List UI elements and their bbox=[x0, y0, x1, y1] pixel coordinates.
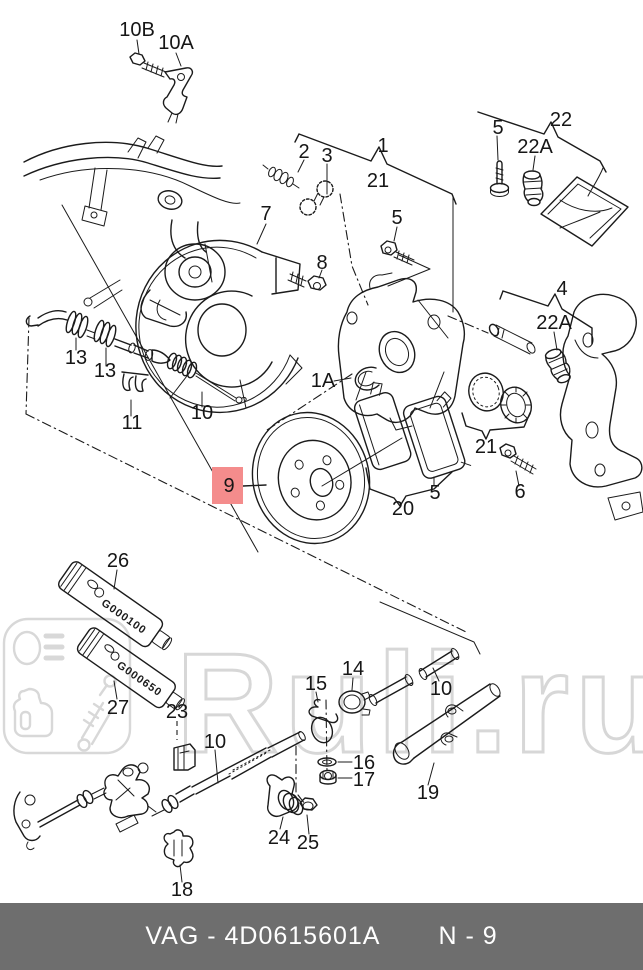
bracket-10a bbox=[162, 67, 194, 124]
bolt-8 bbox=[287, 271, 327, 291]
part-label-3: 3 bbox=[321, 145, 332, 167]
part-label-10: 10 bbox=[191, 402, 213, 424]
bracket-24 bbox=[266, 774, 304, 817]
seal-ring-1a bbox=[354, 366, 380, 391]
part-label-23: 23 bbox=[166, 701, 188, 723]
lever-assembly bbox=[13, 762, 157, 851]
washer-16 bbox=[317, 757, 337, 767]
part-label-10: 10 bbox=[204, 731, 226, 753]
part-label-15: 15 bbox=[305, 673, 327, 695]
part-label-21: 21 bbox=[475, 436, 497, 458]
part-label-18: 18 bbox=[171, 879, 193, 901]
footer-bar: VAG - 4D0615601A N - 9 bbox=[0, 903, 643, 970]
caliper-1 bbox=[337, 272, 466, 431]
watermark-layer: Ruli.ru bbox=[2, 617, 643, 785]
bolt-5-top bbox=[380, 240, 415, 266]
tube-26-text: G000100 bbox=[99, 597, 149, 637]
plug-14 bbox=[338, 690, 371, 716]
part-label-10: 10 bbox=[430, 678, 452, 700]
sleeves-10 bbox=[368, 648, 460, 706]
part-label-13: 13 bbox=[94, 360, 116, 382]
part-label-20: 20 bbox=[392, 498, 414, 520]
brake-pads bbox=[353, 382, 472, 479]
watermark-text: Ruli.ru bbox=[176, 624, 643, 783]
carrier-bracket-4 bbox=[559, 293, 643, 521]
bolt-6 bbox=[499, 443, 537, 475]
splash-shield-7 bbox=[135, 239, 303, 414]
shock-absorber-icon bbox=[77, 674, 117, 752]
part-label-13: 13 bbox=[65, 347, 87, 369]
part-label-2: 2 bbox=[298, 141, 309, 163]
part-label-10A: 10A bbox=[158, 32, 194, 54]
part-label-19: 19 bbox=[417, 782, 439, 804]
part-label-16: 16 bbox=[353, 752, 375, 774]
part-label-26: 26 bbox=[107, 550, 129, 572]
bleeder-screw-2 bbox=[262, 164, 300, 189]
selected-part-highlight[interactable] bbox=[212, 467, 243, 504]
boot-22a-top bbox=[522, 170, 544, 207]
screw-5-right bbox=[489, 160, 510, 197]
part-label-5: 5 bbox=[429, 482, 440, 504]
clip-11 bbox=[121, 371, 149, 393]
hook-15 bbox=[308, 698, 339, 744]
fitting-3 bbox=[299, 180, 334, 216]
part-label-10B: 10B bbox=[119, 19, 155, 41]
part-label-21: 21 bbox=[367, 170, 389, 192]
bolt-10b bbox=[129, 52, 167, 78]
construction-lines bbox=[25, 39, 607, 883]
cable-bottom-10 bbox=[151, 730, 306, 817]
packet-22 bbox=[540, 176, 629, 247]
clip-18 bbox=[163, 829, 194, 868]
part-label-6: 6 bbox=[514, 481, 525, 503]
part-label-27: 27 bbox=[107, 697, 129, 719]
part-label-1A: 1A bbox=[311, 370, 336, 392]
part-label-22A: 22A bbox=[517, 136, 553, 158]
part-label-9[interactable]: 9 bbox=[223, 475, 234, 497]
part-label-7: 7 bbox=[260, 203, 271, 225]
part-label-5: 5 bbox=[391, 207, 402, 229]
headlight-icon bbox=[12, 630, 65, 666]
part-label-22: 22 bbox=[550, 109, 572, 131]
part-label-1: 1 bbox=[377, 135, 388, 157]
footer-page-number: N - 9 bbox=[438, 922, 498, 950]
clip-23 bbox=[173, 743, 196, 771]
oil-can-icon bbox=[12, 687, 54, 738]
watermark-logo-box bbox=[2, 617, 132, 755]
part-label-24: 24 bbox=[268, 827, 290, 849]
part-label-5: 5 bbox=[492, 117, 503, 139]
part-label-4: 4 bbox=[556, 278, 567, 300]
cable-left bbox=[25, 309, 247, 404]
guide-tube-19 bbox=[392, 683, 501, 765]
tube-27-text: G000650 bbox=[114, 659, 164, 699]
part-label-17: 17 bbox=[353, 769, 375, 791]
nut-25 bbox=[299, 797, 318, 811]
part-label-11: 11 bbox=[122, 412, 143, 434]
brake-disc-9 bbox=[251, 411, 371, 545]
nut-17 bbox=[319, 769, 337, 785]
part-label-8: 8 bbox=[316, 252, 327, 274]
seals-21 bbox=[468, 372, 533, 424]
footer-catalog-code: VAG - 4D0615601A bbox=[145, 922, 381, 950]
part-label-14: 14 bbox=[342, 658, 364, 680]
part-label-25: 25 bbox=[297, 832, 319, 854]
part-label-22A: 22A bbox=[536, 312, 572, 334]
leader-part-9 bbox=[242, 484, 267, 487]
guide-pin bbox=[488, 323, 536, 355]
